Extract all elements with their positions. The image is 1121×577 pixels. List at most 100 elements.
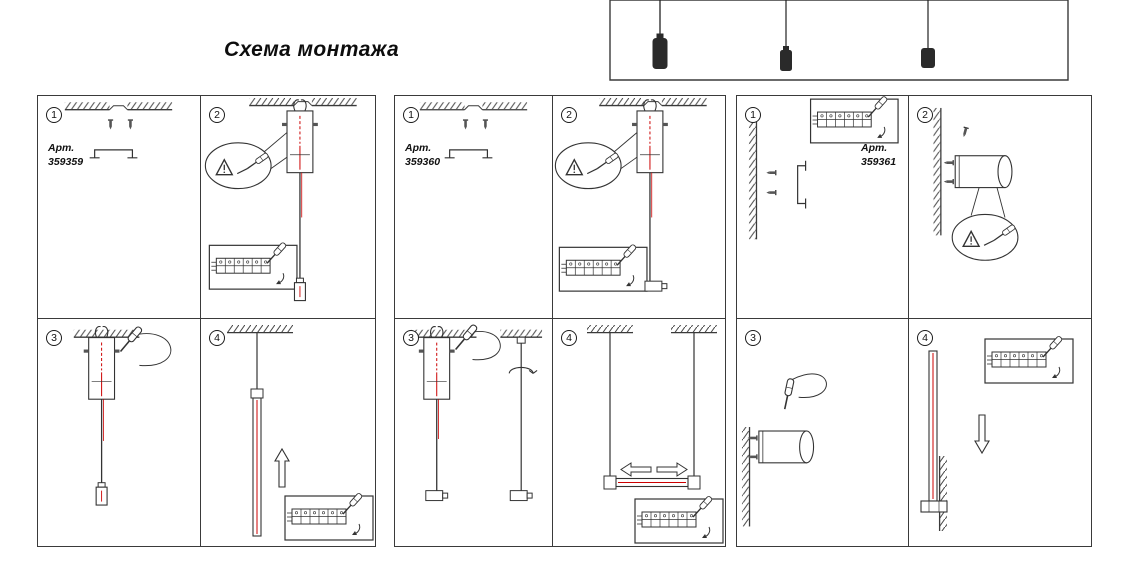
step-number: 1 [46, 107, 62, 123]
step-illustration [741, 373, 827, 527]
ceiling-hatch [64, 101, 173, 111]
step-number: 2 [209, 107, 225, 123]
step-3-cell: 3 [737, 319, 909, 546]
anchor-screw-icon [127, 119, 134, 131]
step-number: 4 [209, 330, 225, 346]
lamp-socket [95, 482, 108, 506]
step-2-cell: 2 [201, 96, 375, 319]
lamp-body [954, 155, 1006, 189]
mounting-screw-icon [943, 159, 954, 166]
ceiling-hatch [587, 325, 633, 332]
step-number: 1 [745, 107, 761, 123]
pendant-lamp-1 [652, 0, 668, 69]
cable-gripper [516, 336, 526, 344]
step-2-cell: 2 [909, 96, 1091, 319]
wiring-inset [811, 96, 898, 143]
anchor-screw-icon [482, 119, 489, 131]
rotate-arrow-icon [508, 366, 538, 374]
step-illustration [73, 325, 172, 506]
step-number: 3 [403, 330, 419, 346]
lamp-body-end [997, 155, 1013, 189]
canopy [281, 99, 319, 174]
step-number: 4 [917, 330, 933, 346]
mounting-bracket [797, 160, 807, 209]
wall-hatch [741, 427, 749, 527]
step-4-cell: 4 [553, 319, 725, 546]
canopy [418, 326, 456, 400]
step-illustration [933, 107, 1091, 318]
step-illustration [419, 101, 528, 159]
step-1-cell: 1 Арт. 359361 [737, 96, 909, 319]
panel-art-359361: 1 Арт. 359361 2 [736, 95, 1092, 547]
ceiling-hatch [248, 97, 358, 107]
wiring-inset [285, 493, 373, 540]
cable-connector [425, 490, 449, 502]
wiring-inset [559, 244, 647, 291]
step-illustration [64, 101, 173, 159]
ceiling-hatch [419, 101, 528, 111]
article-number: Арт. 359361 [861, 142, 897, 168]
photo-frame [609, 0, 1069, 81]
caution-detail-icon [205, 143, 271, 189]
panel-art-359360: 1 Арт. 359360 2 [394, 95, 726, 547]
ceiling-hatch [598, 97, 708, 107]
step-number: 2 [561, 107, 577, 123]
step-number: 4 [561, 330, 577, 346]
pendant-neck [656, 33, 664, 39]
step-number: 2 [917, 107, 933, 123]
ceiling-hatch [226, 324, 294, 334]
step-illustration [920, 319, 1091, 531]
canopy [83, 325, 121, 400]
caution-detail-icon [952, 214, 1018, 260]
wiring-inset [635, 496, 723, 543]
mounting-screw-icon [943, 178, 954, 185]
mounting-bracket [444, 149, 493, 159]
caution-detail-icon [555, 143, 621, 189]
step-number: 3 [46, 330, 62, 346]
lamp-body [758, 430, 808, 464]
lamp-body-end [799, 430, 815, 464]
guide-loop [132, 333, 172, 366]
cable-connector [509, 490, 533, 502]
step-illustration [410, 323, 543, 502]
wall-hatch [940, 456, 947, 531]
guide-loop [466, 331, 501, 361]
step-illustration [226, 324, 375, 546]
pendant-lamp-2 [780, 0, 792, 71]
step-illustration [748, 96, 908, 240]
arrow-right-icon [656, 462, 688, 477]
anchor-screw-icon [765, 169, 777, 176]
pendant-shade [652, 38, 668, 69]
pendant-lamp-3 [921, 0, 935, 68]
step-illustration [553, 97, 708, 318]
anchor-screw-icon [107, 119, 114, 131]
article-number: Арт. 359360 [405, 142, 441, 168]
step-number: 1 [403, 107, 419, 123]
wall-hatch [933, 107, 941, 236]
wall-connector [920, 500, 948, 513]
pendant-shade [780, 50, 792, 71]
guide-loop [792, 373, 827, 398]
page-title: Схема монтажа [224, 38, 400, 61]
wiring-inset [209, 242, 297, 289]
cable-coupler [250, 388, 264, 399]
step-4-cell: 4 [201, 319, 375, 546]
arrow-up-icon [274, 448, 290, 488]
article-number: Арт. 359359 [48, 142, 84, 168]
arrow-left-icon [620, 462, 652, 477]
ceiling-hatch [500, 329, 543, 337]
arrow-down-icon [974, 414, 990, 454]
step-number: 3 [745, 330, 761, 346]
step-3-cell: 3 [38, 319, 201, 546]
screwdriver-icon [780, 377, 796, 411]
end-connector [687, 475, 701, 490]
pendant-neck [783, 46, 789, 51]
wall-hatch [748, 112, 756, 240]
ceiling-hatch [671, 325, 717, 332]
step-2-cell: 2 [553, 96, 725, 319]
wiring-inset [985, 336, 1073, 383]
step-1-cell: 1 Арт. 359360 [395, 96, 553, 319]
anchor-screw-icon [765, 189, 777, 196]
anchor-screw-icon [960, 126, 970, 139]
